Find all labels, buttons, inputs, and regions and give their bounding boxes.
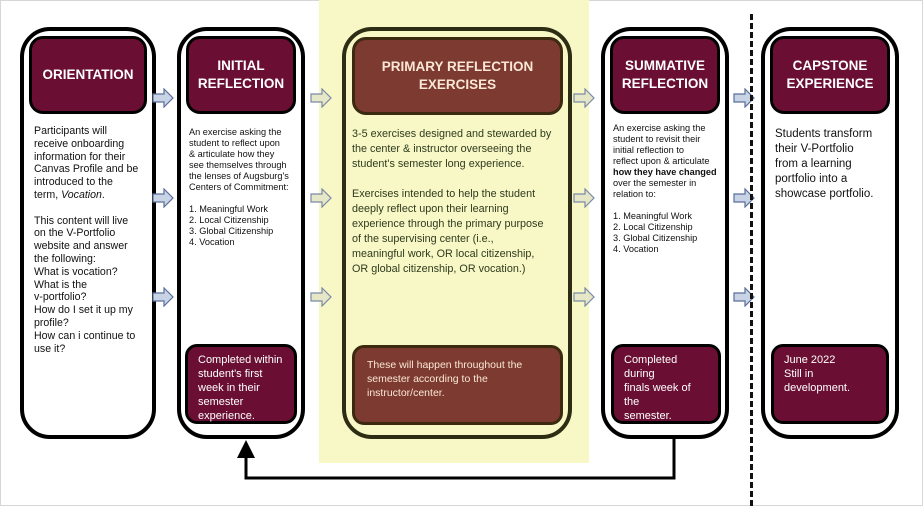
body-text-run: over the semester in relation to: 1. Mea… bbox=[613, 178, 698, 254]
primary-reflection-title: PRIMARY REFLECTION EXERCISES bbox=[352, 37, 563, 115]
column-summative-reflection: SUMMATIVE REFLECTION An exercise asking … bbox=[601, 27, 729, 439]
right-arrow-icon bbox=[733, 88, 755, 108]
body-text-run: 3-5 exercises designed and stewarded by … bbox=[352, 128, 552, 275]
right-arrow-icon bbox=[152, 287, 174, 307]
body-text-run: . This content will live on the V-Portfo… bbox=[34, 188, 136, 355]
capstone-body: Students transform their V-Portfolio fro… bbox=[775, 127, 897, 202]
right-arrow-icon bbox=[152, 88, 174, 108]
body-text-run: An exercise asking the student to reflec… bbox=[189, 127, 289, 247]
initial-reflection-body: An exercise asking the student to reflec… bbox=[189, 127, 304, 248]
body-text-run: Participants will receive onboarding inf… bbox=[34, 125, 139, 201]
primary-reflection-body: 3-5 exercises designed and stewarded by … bbox=[352, 127, 570, 277]
orientation-body: Participants will receive onboarding inf… bbox=[34, 125, 154, 355]
right-arrow-icon bbox=[573, 188, 595, 208]
orientation-title: ORIENTATION bbox=[29, 36, 147, 114]
right-arrow-icon bbox=[310, 287, 332, 307]
column-orientation: ORIENTATION Participants will receive on… bbox=[20, 27, 156, 439]
right-arrow-icon bbox=[310, 88, 332, 108]
summative-reflection-body: An exercise asking the student to revisi… bbox=[613, 123, 729, 255]
body-text-run: how they have changed bbox=[613, 167, 717, 177]
loop-back-arrow bbox=[237, 439, 676, 480]
capstone-footer: June 2022 Still in development. bbox=[771, 344, 889, 424]
body-text-run: Vocation bbox=[61, 188, 102, 201]
capstone-title: CAPSTONE EXPERIENCE bbox=[770, 36, 890, 114]
initial-reflection-title: INITIAL REFLECTION bbox=[186, 36, 296, 114]
body-text-run: Students transform their V-Portfolio fro… bbox=[775, 128, 874, 200]
body-text-run: An exercise asking the student to revisi… bbox=[613, 123, 710, 166]
right-arrow-icon bbox=[310, 188, 332, 208]
right-arrow-icon bbox=[733, 287, 755, 307]
right-arrow-icon bbox=[152, 188, 174, 208]
summative-reflection-title: SUMMATIVE REFLECTION bbox=[610, 36, 720, 114]
capstone-divider bbox=[750, 14, 753, 506]
column-primary-reflection: PRIMARY REFLECTION EXERCISES 3-5 exercis… bbox=[342, 27, 572, 439]
right-arrow-icon bbox=[573, 88, 595, 108]
column-capstone: CAPSTONE EXPERIENCE Students transform t… bbox=[761, 27, 899, 439]
initial-reflection-footer: Completed within student's first week in… bbox=[185, 344, 297, 424]
right-arrow-icon bbox=[573, 287, 595, 307]
primary-reflection-footer: These will happen throughout the semeste… bbox=[352, 345, 563, 425]
summative-reflection-footer: Completed during finals week of the seme… bbox=[611, 344, 721, 424]
column-initial-reflection: INITIAL REFLECTION An exercise asking th… bbox=[177, 27, 305, 439]
right-arrow-icon bbox=[733, 188, 755, 208]
